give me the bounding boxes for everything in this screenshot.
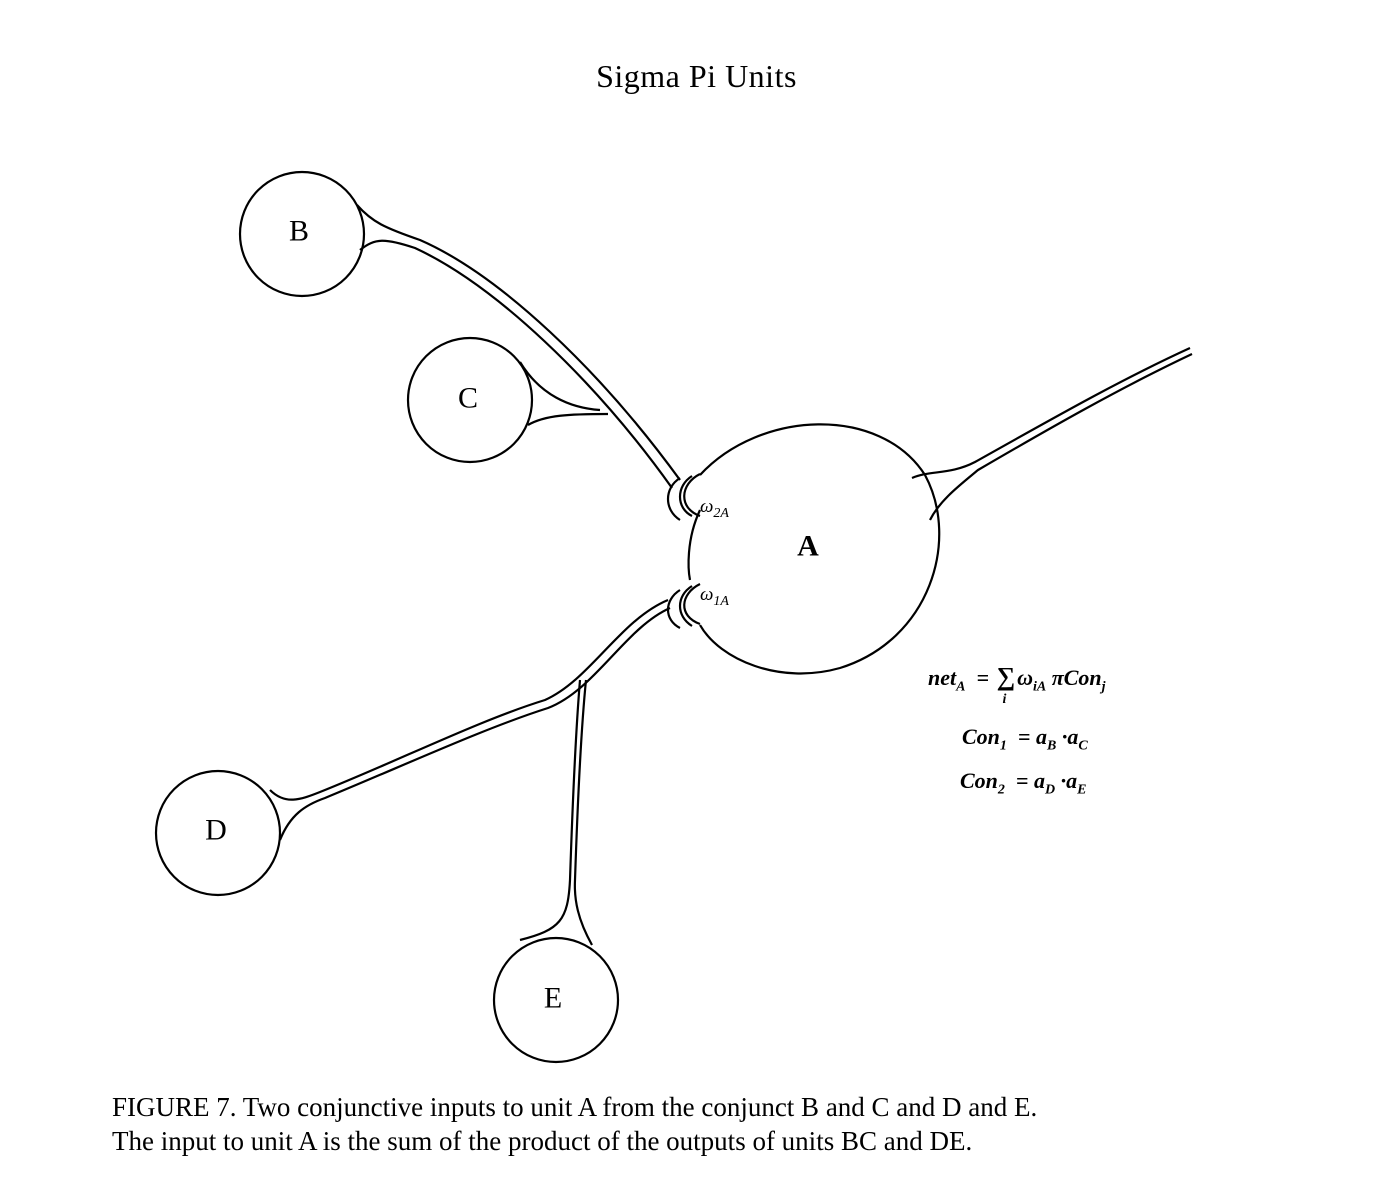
figure-caption: FIGURE 7. Two conjunctive inputs to unit… [112,1090,1292,1158]
axon-d-upper [269,598,669,801]
sigma-symbol: ∑i [996,662,1016,707]
con2-lhs-sub: 2 [997,782,1005,798]
weight-w1-symbol: ω [700,584,713,605]
axon-d-lower [278,606,671,841]
synapse-w2-outer [666,477,681,521]
net-lhs-sub: A [956,679,966,695]
sigma-subscript: i [1002,692,1007,707]
unit-a-body [699,423,941,675]
axon-e-left [519,679,582,942]
con1-a2: a [1067,724,1079,749]
con2-dot: · [1060,768,1067,793]
con1-lhs-sub: 1 [999,738,1007,754]
unit-b-label: B [289,215,309,248]
net-lhs: net [928,665,957,690]
net-eq-sign: = [976,665,990,690]
synapse-w2-cap [678,475,693,517]
con2-a2-sub: E [1077,782,1087,798]
weight-w2-symbol: ω [700,496,713,517]
axon-b [356,204,681,481]
unit-a-left-edge [687,509,701,581]
weight-w2-label: ω2A [700,496,729,521]
unit-a-label: A [797,530,819,563]
unit-c-label: C [458,382,478,415]
axon-a-out-upper [911,346,1191,480]
axon-c-top [519,361,601,412]
con1-a2-sub: C [1078,738,1088,754]
unit-d-circle [154,769,282,897]
con2-eq-sign: = [1015,768,1029,793]
synapse-w2-inner [683,473,701,518]
axon-c-bottom [527,412,609,426]
synapse-w1-cap [678,585,693,627]
con1-lhs: Con [962,724,1000,749]
con2-equation: Con2 = aD ·aE [960,768,1086,798]
axon-b-inner [359,239,673,489]
weight-w1-label: ω1A [700,584,729,609]
net-con-sub: j [1101,679,1106,695]
net-omega: ω [1017,665,1033,690]
synapse-w1-inner [683,583,701,626]
net-con: Con [1063,665,1102,690]
unit-e-circle [492,936,620,1064]
net-omega-sub: iA [1032,679,1047,695]
con2-a2: a [1066,768,1078,793]
con1-a1-sub: B [1046,738,1057,754]
weight-w2-subscript: 2A [713,506,729,521]
axon-e-right [573,679,593,946]
con1-eq-sign: = [1017,724,1031,749]
figure-title: Sigma Pi Units [596,58,797,94]
weight-w1-subscript: 1A [713,594,729,609]
con2-a1: a [1033,768,1045,793]
con1-a1: a [1035,724,1047,749]
caption-line-1: FIGURE 7. Two conjunctive inputs to unit… [112,1092,1038,1122]
axon-a-out-lower [929,353,1193,521]
unit-e-label: E [544,982,562,1015]
caption-line-2: The input to unit A is the sum of the pr… [112,1126,973,1156]
sigma-glyph: ∑ [996,662,1016,691]
con1-equation: Con1 = aB ·aC [962,724,1088,754]
net-pi: π [1051,665,1064,690]
unit-c-circle [406,336,534,464]
unit-d-label: D [205,814,227,847]
con2-lhs: Con [960,768,998,793]
con2-a1-sub: D [1044,782,1056,798]
unit-b-circle [238,170,366,298]
con1-dot: · [1061,724,1068,749]
